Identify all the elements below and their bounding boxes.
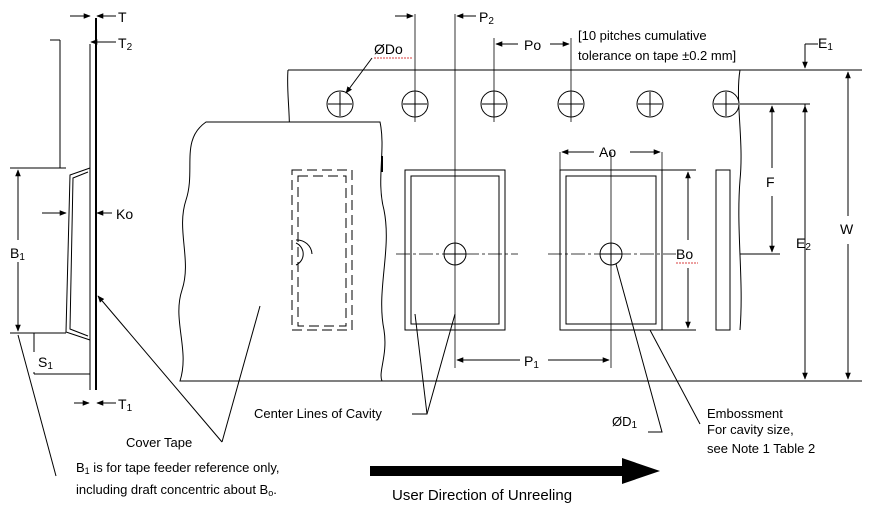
unreeling-arrow (370, 458, 660, 484)
cavity-partial (715, 169, 731, 331)
label-Ao: Ao (599, 144, 616, 160)
label-P2: P2 (479, 9, 494, 27)
cavity-hidden (291, 169, 353, 331)
sprocket-hole (712, 90, 740, 118)
label-Bo: Bo (676, 246, 693, 262)
pitch-note-line-2: tolerance on tape ±0.2 mm] (578, 48, 736, 63)
label-F: F (766, 174, 775, 190)
b1-note-line-2: including draft concentric about Bo. (76, 482, 277, 498)
label-T2: T2 (118, 35, 133, 53)
pocket-outline (65, 167, 91, 341)
label-T: T (118, 9, 127, 25)
dimension-lines (17, 13, 851, 477)
sprocket-holes (326, 90, 740, 118)
label-direction: User Direction of Unreeling (392, 487, 572, 504)
label-P1: P1 (524, 353, 539, 371)
label-cover-tape: Cover Tape (126, 435, 192, 450)
center-lines (396, 14, 676, 368)
label-embossment: Embossment (707, 406, 783, 421)
pitch-note-line-1: [10 pitches cumulative (578, 28, 707, 43)
cavity-hidden-hole (295, 239, 313, 266)
b1-note-line-1: B1 is for tape feeder reference only, (76, 460, 280, 476)
label-W: W (840, 221, 854, 237)
side-profile (10, 13, 116, 406)
label-E2: E2 (796, 235, 811, 253)
tape-torn-edge-right (737, 69, 742, 331)
sprocket-hole (636, 90, 664, 118)
label-Do: ØDo (374, 41, 403, 57)
label-Po: Po (524, 37, 541, 53)
label-E1: E1 (818, 35, 833, 53)
label-S1: S1 (38, 354, 53, 372)
label-center-lines: Center Lines of Cavity (254, 406, 382, 421)
label-B1: B1 (10, 245, 25, 263)
label-embossment-note-2: see Note 1 Table 2 (707, 441, 815, 456)
label-embossment-note-1: For cavity size, (707, 422, 794, 437)
label-D1: ØD1 (612, 414, 638, 431)
cover-tape-sheet (178, 121, 387, 382)
label-T1: T1 (118, 396, 133, 414)
pocket-inner-outline (69, 171, 89, 337)
label-Ko: Ko (116, 206, 133, 222)
labels: T T2 T1 Ko B1 S1 ØDo P2 Po [10 pitches c… (10, 9, 854, 504)
sprocket-hole (326, 90, 354, 118)
